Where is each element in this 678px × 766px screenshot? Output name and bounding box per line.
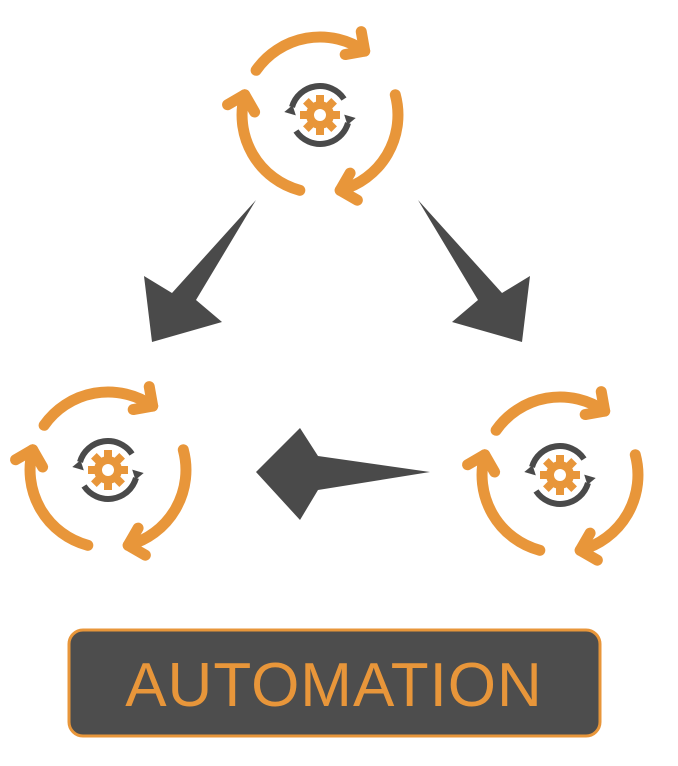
automation-label-box: AUTOMATION [67, 628, 602, 738]
arrow-top-to-left [144, 200, 256, 342]
cycle-gear-icon-left [30, 392, 186, 545]
automation-label: AUTOMATION [125, 651, 543, 720]
cycle-gear-icon-right [482, 397, 638, 550]
cycle-gear-icon-top [242, 37, 398, 190]
arrow-top-to-right [418, 200, 530, 342]
arrow-right-to-left [256, 428, 430, 520]
